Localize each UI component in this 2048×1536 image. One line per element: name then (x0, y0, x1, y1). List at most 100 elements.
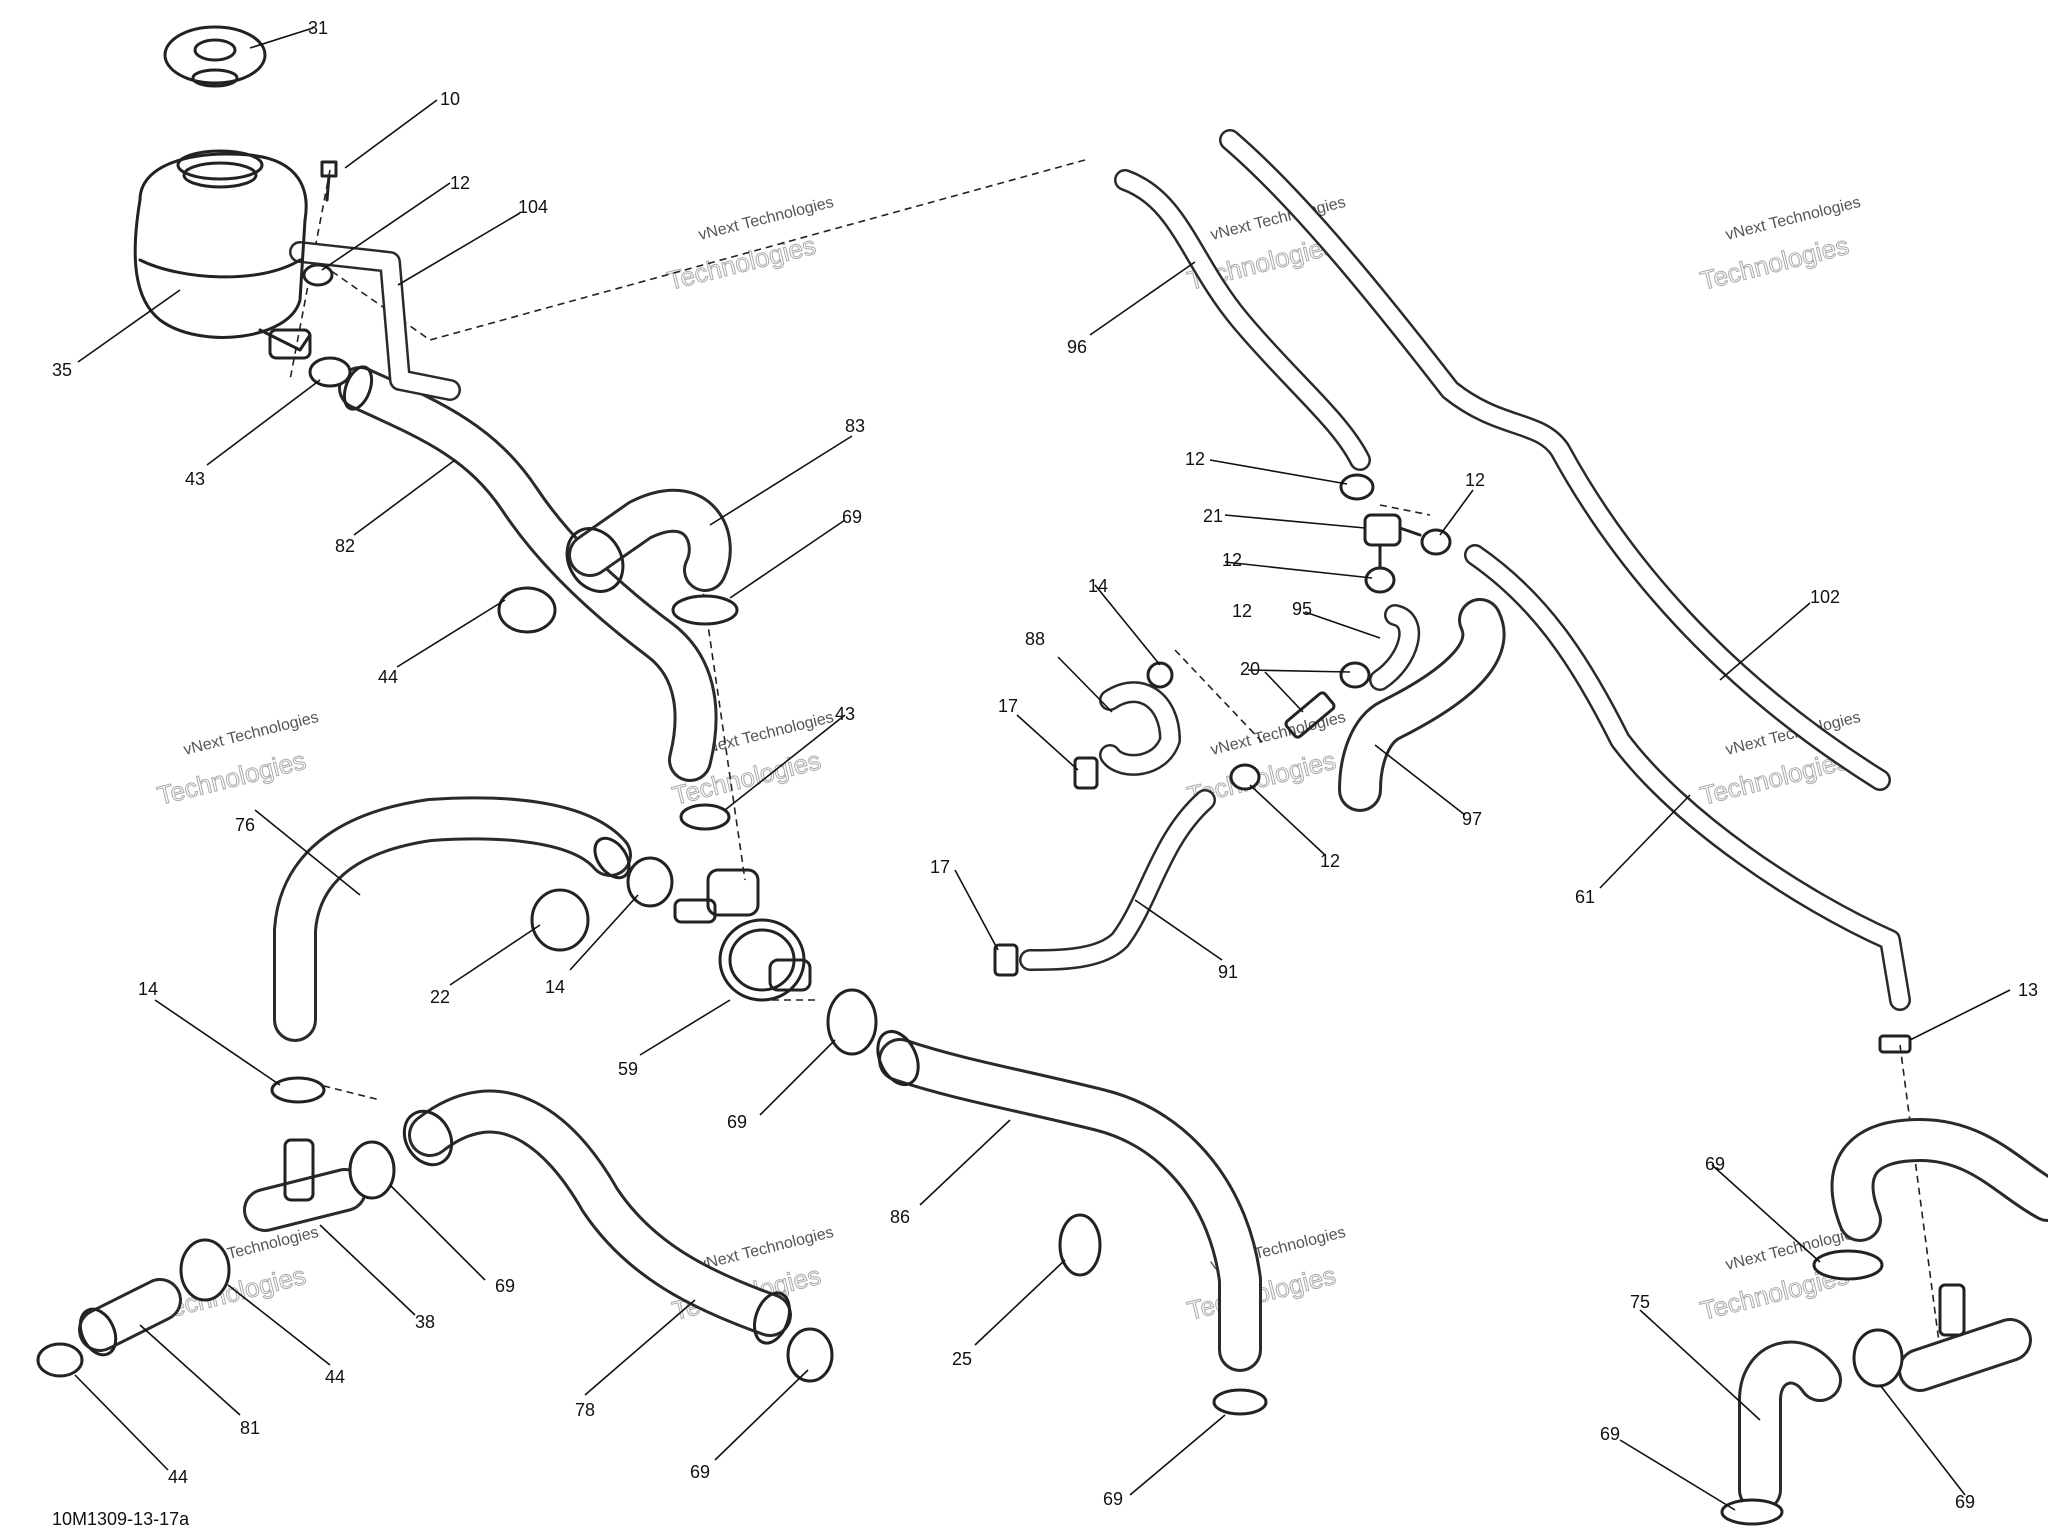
callout-12: 12 (1465, 470, 1485, 490)
callout-21: 21 (1203, 506, 1223, 526)
callout-78: 78 (575, 1400, 595, 1420)
callout-69: 69 (1955, 1492, 1975, 1512)
callout-82: 82 (335, 536, 355, 556)
hose-upper-long (1219, 129, 1891, 791)
callout-13: 13 (2018, 980, 2038, 1000)
hose-88 (1099, 681, 1181, 776)
callout-44: 44 (378, 667, 398, 687)
clamp-44-upper (497, 586, 557, 634)
clamp-44-bottom (36, 1342, 84, 1378)
callout-97: 97 (1462, 809, 1482, 829)
callout-43: 43 (835, 704, 855, 724)
hose-right-lower (1830, 1118, 2048, 1242)
watermark-large: Technologies (154, 745, 309, 811)
clamp-12-b (1420, 528, 1452, 556)
hoses (78, 129, 2048, 1512)
callout-69: 69 (727, 1112, 747, 1132)
callout-22: 22 (430, 987, 450, 1007)
thermostat-housing-59 (673, 868, 812, 1002)
callout-69: 69 (1600, 1424, 1620, 1444)
callout-10: 10 (440, 89, 460, 109)
clamp-14-mid (626, 856, 674, 908)
callout-69: 69 (1705, 1154, 1725, 1174)
callout-44: 44 (168, 1467, 188, 1487)
callout-69: 69 (690, 1462, 710, 1482)
callout-12: 14 (1088, 576, 1108, 596)
callout-12: 12 (1222, 550, 1242, 570)
tee-38 (243, 1138, 367, 1232)
callout-102: 102 (1810, 587, 1840, 607)
clamp-12-e (1146, 661, 1174, 689)
callout-14: 14 (545, 977, 565, 997)
callout-25: 25 (952, 1349, 972, 1369)
hose-61 (1464, 544, 1911, 1011)
hose-86 (876, 1030, 1262, 1372)
clamp-69-lower (1212, 1388, 1268, 1416)
hose-76 (273, 796, 632, 1042)
callout-75: 75 (1630, 1292, 1650, 1312)
clamp-69-mid (826, 988, 878, 1056)
clamp-69-corner (1720, 1498, 1784, 1526)
callout-38: 38 (415, 1312, 435, 1332)
clamp-69-left (348, 1140, 396, 1200)
clamp-69-upper (671, 594, 739, 626)
watermark-large: Technologies (1697, 230, 1852, 296)
callout-86: 86 (890, 1207, 910, 1227)
clamps (36, 263, 1904, 1526)
elbow-83 (565, 488, 732, 593)
clamp-44-left (179, 1238, 231, 1302)
hose-91 (1019, 789, 1216, 971)
callout-17: 17 (998, 696, 1018, 716)
callout-35: 35 (52, 360, 72, 380)
callout-96: 96 (1067, 337, 1087, 357)
clamp-43-mid (679, 803, 731, 831)
clamp-12-f (1229, 763, 1261, 791)
callout-81: 81 (240, 1418, 260, 1438)
callout-labels: 31 10 12 104 35 43 82 83 69 44 76 43 22 … (52, 18, 2038, 1512)
clamp-12-upper (302, 263, 334, 287)
hose-96 (1114, 169, 1371, 471)
hose-82 (338, 365, 718, 782)
hose-81 (78, 1278, 182, 1357)
callout-12: 12 (1232, 601, 1252, 621)
callout-88: 88 (1025, 629, 1045, 649)
callout-12: 12 (1320, 851, 1340, 871)
callout-59: 59 (618, 1059, 638, 1079)
callout-61: 61 (1575, 887, 1595, 907)
clamp-12-d (1339, 661, 1371, 689)
callout-43: 43 (185, 469, 205, 489)
coupler-13 (1878, 1034, 1912, 1054)
elbow-75 (1738, 1340, 1842, 1512)
clamp-69-bottom (786, 1327, 834, 1383)
connector-21 (1363, 513, 1422, 572)
callout-95: 95 (1292, 599, 1312, 619)
hose-95 (1369, 604, 1421, 691)
leader-lines (74, 27, 2011, 1511)
callout-14: 14 (138, 979, 158, 999)
callout-69: 69 (495, 1276, 515, 1296)
callout-31: 31 (308, 18, 328, 38)
clip-17-upper (1073, 756, 1099, 790)
sensor-20 (1284, 691, 1336, 739)
expansion-tank-35 (133, 149, 312, 360)
callout-20: 20 (1240, 659, 1260, 679)
screw-10 (320, 160, 338, 202)
pipe-104 (289, 241, 461, 401)
clamp-22 (530, 888, 590, 952)
callout-12: 12 (450, 173, 470, 193)
callout-12: 12 (1185, 449, 1205, 469)
watermark-group: vNext Technologies Technologies vNext Te… (154, 194, 1863, 1326)
figure-reference: 10M1309-13-17a (52, 1509, 190, 1529)
hose-78 (402, 1089, 792, 1345)
clip-17-lower (993, 943, 1019, 977)
callout-76: 76 (235, 815, 255, 835)
radiator-cap-31 (163, 25, 267, 88)
watermark-small: vNext Technologies (697, 194, 835, 244)
clamp-69-right-lower (1852, 1328, 1904, 1388)
callout-104: 104 (518, 197, 548, 217)
callout-83: 83 (845, 416, 865, 436)
callout-91: 91 (1218, 962, 1238, 982)
hose-97 (1338, 598, 1506, 812)
clamp-69-right (1812, 1249, 1884, 1281)
